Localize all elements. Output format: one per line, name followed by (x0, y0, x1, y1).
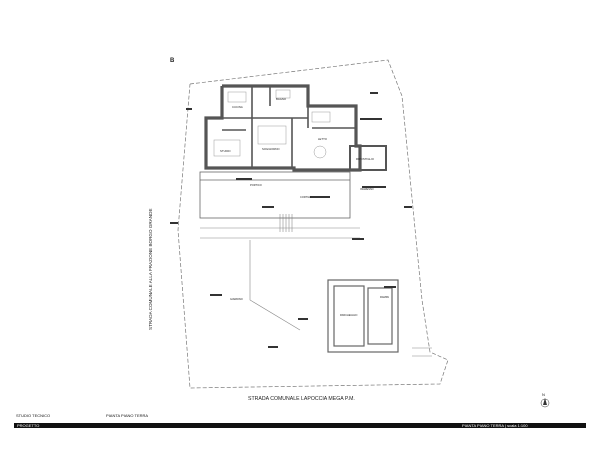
drawing-name: PIANTA PIANO TERRA (106, 413, 149, 418)
room-label: RIPOSTIGLIO (356, 157, 375, 161)
inner-walls (222, 86, 356, 168)
side-road-label: STRADA COMUNALE ALLA FRAZIONE BORGO GRAN… (148, 208, 153, 330)
lot-boundary (177, 59, 449, 389)
furniture (213, 89, 331, 159)
annotation-marks (170, 92, 412, 348)
room-label: CUCINA (232, 105, 243, 109)
title-block-left: STUDIO TECNICO (16, 413, 50, 418)
area-label: PORTICO (250, 183, 262, 187)
area-label: GIARDINO (230, 297, 243, 301)
road-label: STRADA COMUNALE LAPOCCIA MEGA P.M. (248, 396, 355, 402)
area-label: RAMPA (380, 295, 389, 299)
lower-structure (327, 279, 399, 353)
north-arrow-icon (540, 398, 550, 408)
terrace (199, 171, 351, 219)
room-label: BAGNO (276, 97, 287, 101)
sheet-label: PIANTA PIANO TERRA | scala 1:100 (462, 423, 528, 428)
area-label: CORTILE (300, 195, 311, 199)
room-label: LETTO (318, 137, 328, 141)
room-label: SOGGIORNO (262, 147, 280, 151)
title-block-right: PIANTA PIANO TERRA | scala 1:100 (462, 423, 528, 428)
stairs (279, 214, 293, 232)
room-label: STUDIO (220, 149, 231, 153)
title-bar (14, 423, 586, 428)
north-label: N (542, 392, 545, 397)
area-label: INGRESSO (360, 187, 374, 191)
annex (349, 145, 387, 171)
studio-name: STUDIO TECNICO (16, 413, 51, 418)
area-label: PARCHEGGIO (340, 313, 357, 317)
title-block-bottom-left: PROGETTO (17, 423, 39, 428)
corner-mark: B (170, 58, 175, 64)
title-block-center: PIANTA PIANO TERRA (106, 413, 148, 418)
driveway (200, 227, 432, 357)
project-label: PROGETTO (17, 423, 40, 428)
